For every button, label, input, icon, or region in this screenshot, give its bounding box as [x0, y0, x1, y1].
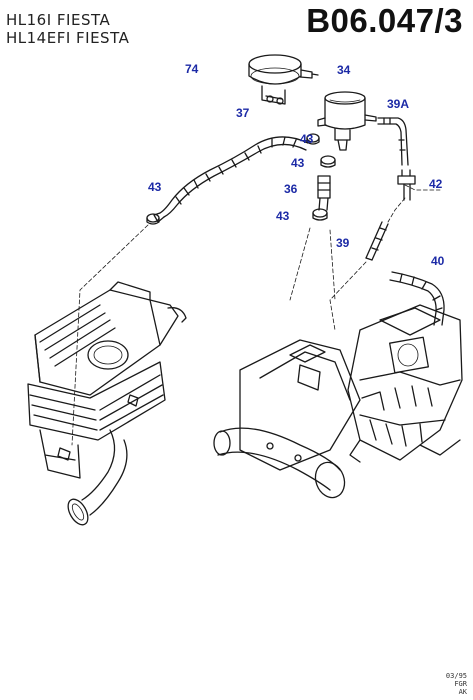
- canister-part[interactable]: [317, 91, 377, 151]
- callout-42[interactable]: 42: [429, 177, 443, 191]
- oil-separator-part[interactable]: [248, 54, 319, 105]
- footer-code-1: FGR: [454, 680, 467, 688]
- engine-line-1: HL16I FIESTA: [6, 11, 111, 29]
- clamp-43-c[interactable]: [320, 155, 336, 168]
- air-filter-housing[interactable]: [27, 281, 187, 479]
- callout-36[interactable]: 36: [284, 182, 298, 196]
- clamp-43-d[interactable]: [312, 208, 328, 221]
- callout-43-c[interactable]: 43: [291, 156, 305, 170]
- callout-43-b[interactable]: 43: [300, 132, 314, 146]
- callout-34[interactable]: 34: [337, 63, 351, 77]
- diagram-code: B06.047/3: [306, 2, 463, 39]
- hose-39[interactable]: [365, 221, 389, 261]
- footer-code-2: AK: [458, 688, 467, 696]
- hose-36[interactable]: [317, 175, 331, 211]
- clamp-43-a[interactable]: [146, 213, 160, 225]
- leader-lines: [71, 184, 441, 446]
- callout-39a[interactable]: 39A: [387, 97, 410, 111]
- callout-39[interactable]: 39: [336, 236, 350, 250]
- engine-line-2: HL14EFI FIESTA: [6, 29, 130, 47]
- clamp-43-b[interactable]: [306, 133, 320, 145]
- callout-74[interactable]: 74: [185, 62, 199, 76]
- callout-43-a[interactable]: 43: [148, 180, 162, 194]
- intake-manifold[interactable]: [213, 304, 463, 502]
- intake-duct[interactable]: [64, 429, 128, 528]
- callout-40[interactable]: 40: [431, 254, 445, 268]
- callout-43-d[interactable]: 43: [276, 209, 290, 223]
- t-piece-42[interactable]: [397, 169, 416, 201]
- footer-date: 03/95: [445, 672, 467, 680]
- hose-39a[interactable]: [377, 117, 409, 166]
- hose-40[interactable]: [389, 271, 445, 326]
- hose-37[interactable]: [153, 136, 309, 223]
- callout-37[interactable]: 37: [236, 106, 250, 120]
